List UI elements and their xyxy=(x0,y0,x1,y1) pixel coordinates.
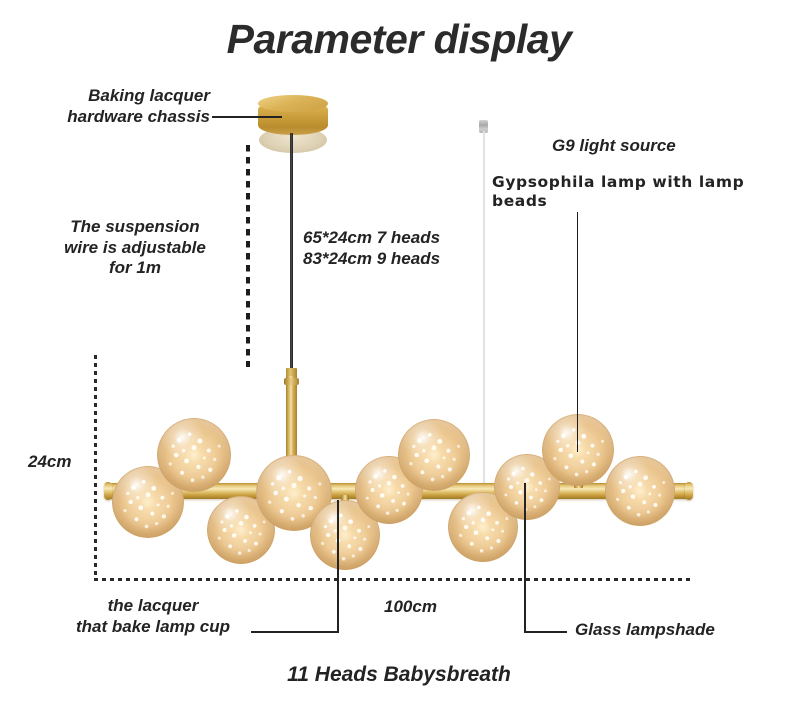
label-width-dimension: 100cm xyxy=(384,597,437,616)
height-dimension-guide xyxy=(94,355,97,580)
caption-heads: 11 Heads Babysbreath xyxy=(287,663,511,686)
leader-glass-lampshade-horizontal xyxy=(524,631,567,633)
label-glass-lampshade: Glass lampshade xyxy=(575,620,715,639)
label-lacquer-lamp-cup: the lacquer that bake lamp cup xyxy=(76,596,230,636)
glass-globe xyxy=(157,418,231,492)
label-height-dimension: 24cm xyxy=(28,452,72,471)
glass-globe xyxy=(605,456,675,526)
page-title: Parameter display xyxy=(226,16,572,62)
bar-end-right xyxy=(685,482,693,500)
suspension-cord xyxy=(290,133,293,371)
label-suspension-wire: The suspension wire is adjustable for 1m xyxy=(64,217,206,278)
leader-lacquer-cup-vertical xyxy=(337,500,339,632)
g9-suspension-wire xyxy=(483,131,485,486)
width-dimension-guide xyxy=(94,578,690,581)
glass-globe xyxy=(448,492,518,562)
leader-baking-lacquer xyxy=(212,116,282,118)
suspension-length-dashed-guide xyxy=(246,145,250,367)
rod-collar xyxy=(284,378,299,385)
bar-end-left xyxy=(104,482,112,500)
label-g9-light-source: G9 light source xyxy=(552,136,676,155)
label-baking-lacquer: Baking lacquer hardware chassis xyxy=(67,86,210,126)
cord-collar xyxy=(286,368,297,377)
label-size-variants: 65*24cm 7 heads 83*24cm 9 heads xyxy=(303,228,441,268)
label-gypsophila: Gypsophila lamp with lamp beads xyxy=(492,173,745,210)
leader-gypsophila xyxy=(577,212,579,452)
glass-globe xyxy=(398,419,470,491)
leader-lacquer-cup-horizontal xyxy=(251,631,339,633)
g9-wire-cap xyxy=(479,120,488,133)
leader-glass-lampshade-vertical xyxy=(524,483,526,633)
vertical-support-rod xyxy=(286,376,297,488)
